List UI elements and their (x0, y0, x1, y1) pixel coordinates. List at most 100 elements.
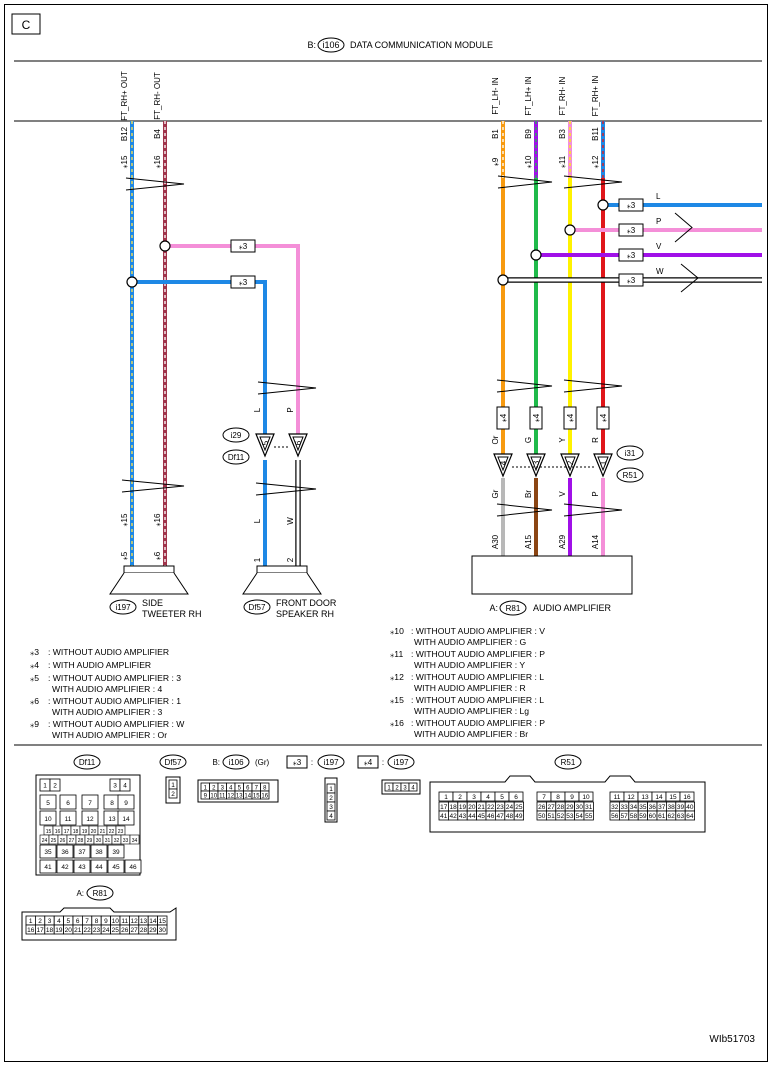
note-right-tag-3: ⁎15 (390, 695, 404, 705)
df11-pin: 3 (113, 783, 117, 790)
amp-code: R81 (506, 604, 521, 613)
r51-large-pin: 15 (669, 794, 677, 801)
i31-pin-1-inner (597, 456, 609, 472)
i106-pin: 2 (212, 786, 216, 792)
amp-pin-1: A15 (524, 534, 533, 549)
r51-large-pin: 11 (614, 794, 621, 801)
view-i106-code-oval (222, 754, 250, 770)
r51-small-pin: 61 (658, 813, 666, 820)
view-df11-code-oval (73, 754, 101, 770)
df11-cell (124, 859, 142, 874)
r51-large-pin: 8 (556, 794, 560, 801)
r81-pin: 28 (140, 927, 148, 934)
r81-pin: 13 (140, 918, 148, 925)
df57-cell (168, 788, 178, 799)
df11-pin: 7 (88, 800, 92, 807)
r51-large-cell (679, 791, 695, 802)
r51-small-pin: 37 (658, 804, 666, 811)
wire-color-amp-upper-0: Or (491, 435, 500, 444)
df11-cell (81, 810, 99, 826)
r81-pin: 5 (66, 918, 70, 925)
tweeter-cone (109, 572, 189, 595)
pin-number-B9: B9 (524, 129, 533, 139)
df11-pin: 20 (91, 829, 97, 835)
df11-pin: 30 (96, 838, 102, 844)
df11-pin: 11 (65, 816, 72, 823)
view-v3-code: i197 (323, 758, 339, 767)
r51-small-pin: 18 (449, 804, 457, 811)
i29-pin-5-label: 5 (261, 440, 270, 445)
wire-color-right-P: P (656, 217, 661, 226)
wire-color-p-upper: P (286, 407, 295, 412)
break-right-a (674, 212, 693, 243)
amp-prefix: A: (489, 603, 498, 613)
r51-small-pin: 45 (478, 813, 486, 820)
r51-small-pin: 20 (468, 804, 476, 811)
note-left-line1-2: : WITHOUT AUDIO AMPLIFIER : 3 (48, 673, 181, 683)
r81-cell (157, 924, 168, 935)
r51-small-pin: 40 (686, 804, 694, 811)
r51-large-pin: 16 (683, 794, 691, 801)
df11-pin: 33 (123, 838, 129, 844)
view-v3-sep: : (311, 758, 313, 767)
note-right-line1-2: : WITHOUT AUDIO AMPLIFIER : L (411, 672, 544, 682)
note-left-tag-0: ⁎3 (30, 647, 39, 657)
df11-pin: 36 (61, 849, 69, 856)
note-right-line2-3: WITH AUDIO AMPLIFIER : Lg (414, 706, 529, 716)
pin-signal-B9: FT_LH+ IN (524, 76, 533, 116)
df11-pin: 16 (55, 829, 61, 835)
note-left-tag-3: ⁎6 (30, 696, 39, 706)
df11-pin: 1 (43, 783, 47, 790)
junction-right-V (530, 249, 542, 261)
view-df57-code-oval (159, 754, 187, 770)
note-left-tag-4: ⁎9 (30, 719, 39, 729)
r51-large-pin: 4 (486, 794, 490, 801)
tweeter-code: i197 (115, 603, 131, 612)
df11-pin: 19 (82, 829, 88, 835)
pin-signal-B1: FT_LH- IN (491, 77, 500, 115)
r51-small-pin: 39 (677, 804, 685, 811)
speaker-pin-1: 1 (253, 557, 262, 562)
df57-pin: 1 (171, 782, 175, 789)
i106-pin: 5 (238, 786, 242, 792)
note-right-line1-1: : WITHOUT AUDIO AMPLIFIER : P (411, 649, 545, 659)
r51-small-pin: 36 (649, 804, 657, 811)
r81-pin: 1 (29, 918, 33, 925)
v4-pin: 3 (403, 786, 407, 792)
note-left-line1-1: : WITH AUDIO AMPLIFIER (48, 660, 151, 670)
r51-small-pin: 43 (459, 813, 467, 820)
tag3-right-2: ⁎3 (627, 251, 636, 260)
i31-code: i31 (625, 449, 636, 458)
r81-pin: 11 (121, 918, 128, 925)
break-amp-low-b (563, 503, 623, 517)
view-v4-code: i197 (393, 758, 409, 767)
df11-pin: 45 (112, 864, 120, 871)
speaker-name2: SPEAKER RH (276, 609, 334, 619)
i106-pin: 3 (221, 786, 225, 792)
r51-small-pin: 33 (620, 804, 628, 811)
break-amp-mid-b (563, 379, 623, 393)
i106-pin: 14 (244, 794, 251, 800)
view-df57-code: Df57 (165, 758, 182, 767)
df11-cell (59, 794, 77, 810)
df11-pin: 37 (78, 849, 86, 856)
v3-pin: 4 (329, 813, 333, 820)
r51-small-pin: 58 (630, 813, 638, 820)
r81-pin: 6 (76, 918, 80, 925)
i31-pin-2-inner (564, 456, 576, 472)
pin-number-B11: B11 (591, 127, 600, 141)
r51-large-pin: 1 (444, 794, 448, 801)
i31-pin-3-label: 3 (532, 460, 541, 465)
tweeter-name2: TWEETER RH (142, 609, 202, 619)
wire-color-amp-lower-0: Gr (491, 489, 500, 498)
i106-pin: 9 (204, 794, 208, 800)
df11-cell (119, 778, 131, 792)
df11-pin: 35 (44, 849, 52, 856)
tag3-l: ⁎3 (239, 278, 248, 287)
break-left-mid (121, 479, 185, 493)
r81-pin: 12 (130, 918, 138, 925)
pin-signal-B12: FT_RH+ OUT (120, 71, 129, 121)
i106-pin: 1 (204, 786, 208, 792)
df11-cell (39, 810, 57, 826)
break-amp-top-a (497, 175, 553, 189)
